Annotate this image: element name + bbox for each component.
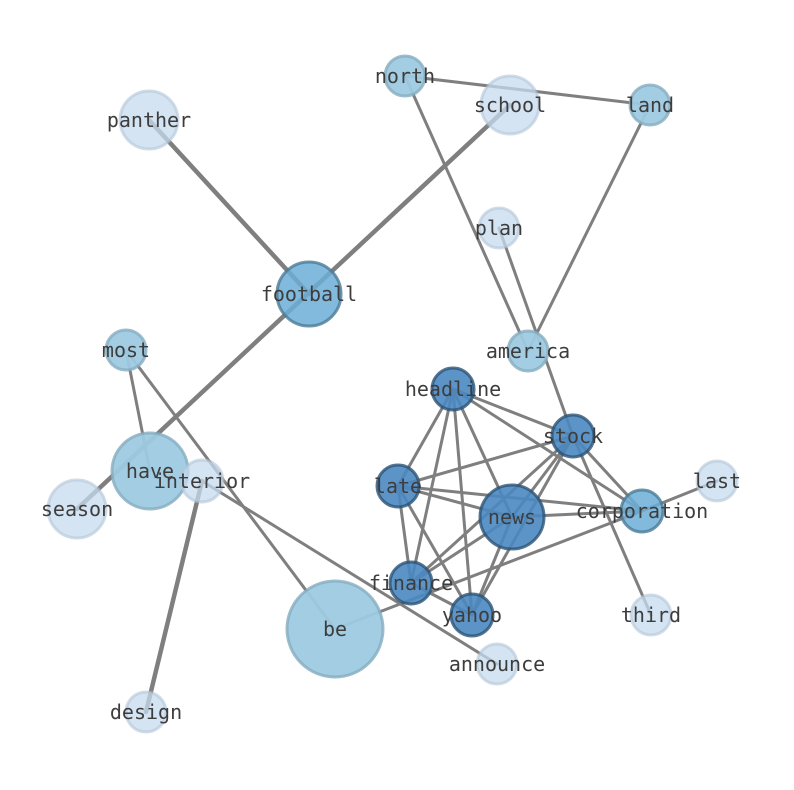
node-label-have: have	[126, 459, 174, 483]
node-label-season: season	[41, 497, 113, 521]
edge-headline-corporation	[451, 387, 644, 513]
node-news	[478, 483, 546, 551]
node-plan	[477, 206, 521, 250]
edge-interior-announce	[200, 479, 499, 666]
node-season	[46, 478, 108, 540]
node-football	[275, 260, 343, 328]
node-land	[628, 83, 672, 127]
edge-interior-design	[143, 478, 205, 715]
edge-headline-finance	[409, 387, 455, 585]
node-label-announce: announce	[449, 652, 545, 676]
node-third	[629, 593, 673, 637]
edge-corporation-be	[333, 509, 644, 631]
node-label-america: america	[486, 339, 570, 363]
labels-layer: north school land panther plan football most am…	[41, 64, 741, 724]
node-school	[479, 74, 541, 136]
node-label-corporation: corporation	[576, 499, 708, 523]
node-label-headline: headline	[405, 377, 501, 401]
edge-panther-football	[146, 117, 312, 297]
node-label-school: school	[474, 93, 546, 117]
node-panther	[118, 89, 180, 151]
node-yahoo	[449, 592, 495, 638]
node-label-north: north	[375, 64, 435, 88]
node-most	[104, 328, 148, 372]
edge-north-america	[403, 74, 530, 353]
node-label-late: late	[374, 474, 422, 498]
node-label-design: design	[110, 700, 182, 724]
node-finance	[388, 560, 434, 606]
node-label-football: football	[261, 282, 357, 306]
node-last	[695, 459, 739, 503]
node-label-be: be	[323, 617, 347, 641]
node-corporation	[619, 488, 665, 534]
node-north	[383, 54, 427, 98]
edge-land-america	[526, 103, 652, 353]
node-america	[506, 329, 550, 373]
edge-stock-third	[571, 434, 653, 617]
node-announce	[475, 642, 519, 686]
node-interior	[179, 458, 225, 504]
node-label-finance: finance	[369, 571, 453, 595]
node-label-most: most	[102, 338, 150, 362]
edge-stock-late	[396, 434, 575, 488]
node-label-land: land	[626, 93, 674, 117]
node-label-news: news	[488, 505, 536, 529]
node-stock	[550, 413, 596, 459]
node-headline	[430, 366, 476, 412]
node-be	[285, 579, 385, 679]
node-label-panther: panther	[107, 108, 191, 132]
node-late	[375, 463, 421, 509]
node-label-yahoo: yahoo	[442, 603, 502, 627]
nodes-layer	[46, 54, 739, 734]
node-label-interior: interior	[154, 469, 250, 493]
node-label-stock: stock	[543, 424, 603, 448]
node-label-plan: plan	[475, 216, 523, 240]
node-design	[124, 690, 168, 734]
edge-most-be	[124, 348, 337, 631]
node-label-last: last	[693, 469, 741, 493]
edge-late-yahoo	[396, 484, 474, 617]
node-label-third: third	[621, 603, 681, 627]
